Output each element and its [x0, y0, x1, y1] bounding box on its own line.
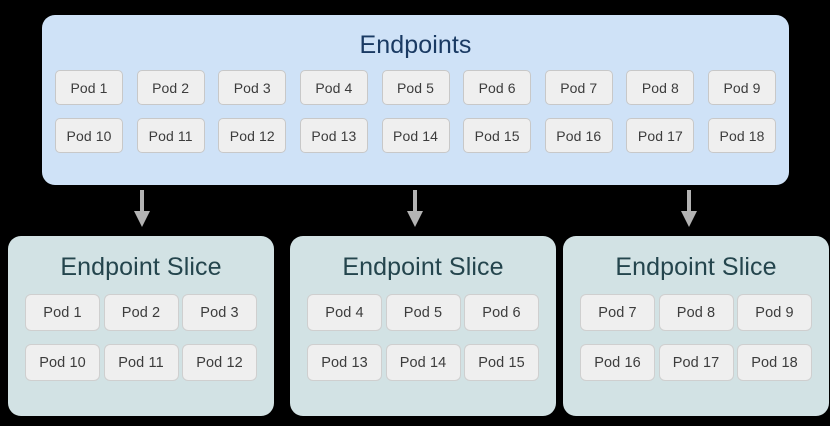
pod-box: Pod 4	[299, 70, 368, 105]
pod-box: Pod 15	[463, 118, 532, 153]
endpoint-slice-container-1: Endpoint Slice Pod 1 Pod 2 Pod 3 Pod 10 …	[8, 236, 274, 416]
endpoint-slice-pod-grid: Pod 4 Pod 5 Pod 6 Pod 13 Pod 14 Pod 15	[307, 294, 539, 394]
pod-box: Pod 5	[381, 70, 450, 105]
endpoint-slice-title: Endpoint Slice	[342, 253, 504, 281]
pod-box: Pod 10	[55, 118, 123, 153]
pod-box: Pod 17	[658, 344, 734, 381]
pod-box: Pod 10	[25, 344, 100, 381]
endpoints-pod-row-1: Pod 1 Pod 2 Pod 3 Pod 4 Pod 5 Pod 6 Pod …	[55, 70, 776, 105]
pod-box: Pod 8	[658, 294, 734, 331]
pod-box: Pod 18	[708, 118, 776, 153]
pod-box: Pod 15	[464, 344, 539, 381]
arrow-to-slice-2	[403, 190, 427, 228]
pod-box: Pod 11	[103, 344, 179, 381]
pod-box: Pod 13	[307, 344, 382, 381]
pod-box: Pod 3	[218, 70, 287, 105]
endpoint-slice-pod-row-2: Pod 16 Pod 17 Pod 18	[580, 344, 812, 381]
pod-box: Pod 14	[381, 118, 450, 153]
arrow-down-icon	[681, 190, 697, 227]
pod-box: Pod 12	[218, 118, 287, 153]
pod-box: Pod 5	[385, 294, 461, 331]
pod-box: Pod 2	[103, 294, 179, 331]
pod-box: Pod 4	[307, 294, 382, 331]
pod-box: Pod 12	[182, 344, 257, 381]
arrow-to-slice-1	[130, 190, 154, 228]
pod-box: Pod 17	[626, 118, 695, 153]
endpoint-slice-pod-row-2: Pod 13 Pod 14 Pod 15	[307, 344, 539, 381]
endpoint-slice-container-3: Endpoint Slice Pod 7 Pod 8 Pod 9 Pod 16 …	[563, 236, 829, 416]
pod-box: Pod 9	[737, 294, 812, 331]
endpoint-slice-pod-row-1: Pod 1 Pod 2 Pod 3	[25, 294, 257, 331]
pod-box: Pod 16	[580, 344, 655, 381]
pod-box: Pod 18	[737, 344, 812, 381]
pod-box: Pod 7	[544, 70, 613, 105]
pod-box: Pod 6	[463, 70, 532, 105]
endpoints-pod-grid: Pod 1 Pod 2 Pod 3 Pod 4 Pod 5 Pod 6 Pod …	[55, 70, 776, 166]
endpoint-slice-container-2: Endpoint Slice Pod 4 Pod 5 Pod 6 Pod 13 …	[290, 236, 556, 416]
pod-box: Pod 16	[544, 118, 613, 153]
endpoint-slice-pod-grid: Pod 1 Pod 2 Pod 3 Pod 10 Pod 11 Pod 12	[25, 294, 257, 394]
pod-box: Pod 7	[580, 294, 655, 331]
endpoint-slice-pod-row-1: Pod 7 Pod 8 Pod 9	[580, 294, 812, 331]
arrow-down-icon	[407, 190, 423, 227]
arrow-down-icon	[134, 190, 150, 227]
endpoint-slice-pod-row-2: Pod 10 Pod 11 Pod 12	[25, 344, 257, 381]
pod-box: Pod 3	[182, 294, 257, 331]
arrow-to-slice-3	[677, 190, 701, 228]
endpoint-slice-pod-grid: Pod 7 Pod 8 Pod 9 Pod 16 Pod 17 Pod 18	[580, 294, 812, 394]
pod-box: Pod 6	[464, 294, 539, 331]
endpoints-pod-row-2: Pod 10 Pod 11 Pod 12 Pod 13 Pod 14 Pod 1…	[55, 118, 776, 153]
endpoints-container: Endpoints Pod 1 Pod 2 Pod 3 Pod 4 Pod 5 …	[42, 15, 789, 185]
pod-box: Pod 13	[299, 118, 368, 153]
pod-box: Pod 14	[385, 344, 461, 381]
endpoint-slice-pod-row-1: Pod 4 Pod 5 Pod 6	[307, 294, 539, 331]
endpoint-slice-title: Endpoint Slice	[60, 253, 222, 281]
pod-box: Pod 9	[708, 70, 776, 105]
pod-box: Pod 11	[136, 118, 205, 153]
endpoints-title: Endpoints	[359, 31, 472, 59]
pod-box: Pod 8	[626, 70, 695, 105]
pod-box: Pod 1	[25, 294, 100, 331]
pod-box: Pod 2	[136, 70, 205, 105]
endpoint-slice-title: Endpoint Slice	[615, 253, 777, 281]
pod-box: Pod 1	[55, 70, 123, 105]
